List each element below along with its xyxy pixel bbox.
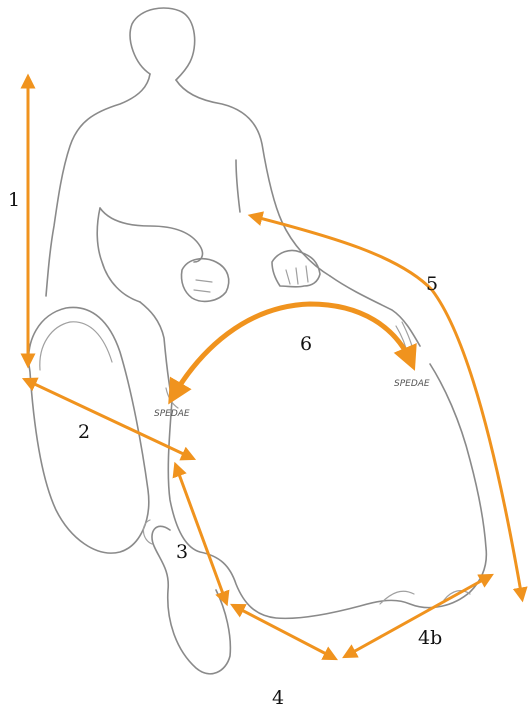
torso-left-outline (46, 74, 150, 296)
measurement-6-arrow (172, 304, 412, 398)
head-outline (130, 8, 195, 80)
measurement-4-arrow (234, 606, 334, 658)
footrest-outline (152, 526, 230, 673)
strap-label-right: SPEDAE (394, 379, 430, 389)
left-arm-outline (100, 208, 202, 262)
label-4b: 4b (418, 627, 442, 649)
lap-outline (140, 302, 172, 400)
left-hand (181, 259, 228, 302)
measurement-arrows (26, 78, 522, 658)
strap-label-left: SPEDAE (154, 409, 190, 419)
label-6: 6 (300, 333, 312, 355)
measurement-3-arrow (176, 466, 226, 602)
label-1: 1 (8, 189, 20, 211)
measurement-5-arrow (252, 216, 522, 598)
wheelchair-user-sketch (29, 8, 487, 674)
label-5: 5 (426, 273, 438, 295)
label-2: 2 (78, 421, 90, 443)
leg-cover-outline (168, 364, 486, 618)
label-3: 3 (176, 541, 188, 563)
measurement-labels: 1 2 3 4 4b 5 6 (8, 189, 442, 709)
label-4: 4 (272, 687, 284, 709)
right-arm-inner (236, 160, 240, 212)
right-shoulder-outline (176, 80, 330, 276)
